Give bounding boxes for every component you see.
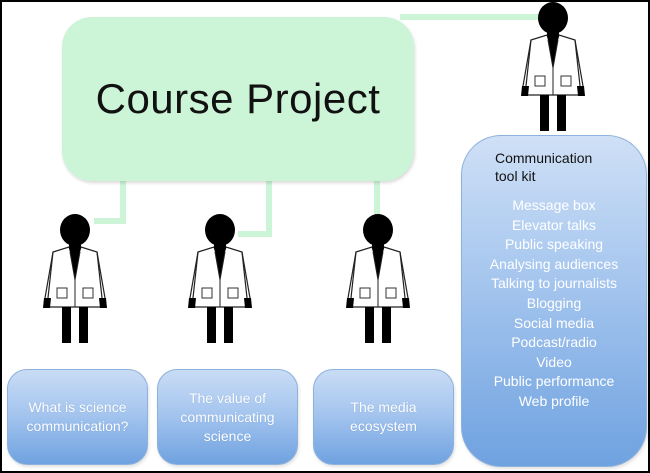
connector-course-to-module-3 xyxy=(374,175,380,245)
module-label: The media ecosystem xyxy=(350,399,417,434)
toolkit-item: Public performance xyxy=(493,373,615,390)
toolkit-item: Blogging xyxy=(526,294,582,311)
toolkit-item: Analysing audiences xyxy=(489,255,619,272)
toolkit-title: Communication tool kit xyxy=(495,150,593,184)
connector-course-to-module-2 xyxy=(266,175,272,237)
scientist-icon xyxy=(43,214,107,343)
toolkit-item: Video xyxy=(536,353,572,370)
toolkit-item: Social media xyxy=(513,314,595,331)
module-box: The value of communicating science xyxy=(157,369,298,465)
course-project-box: Course Project xyxy=(62,17,414,181)
scientist-icon xyxy=(346,214,410,343)
module-label: The value of communicating science xyxy=(180,389,275,444)
connector-course-to-module-2-h xyxy=(238,231,272,237)
toolkit-box: Communication tool kit Message box Eleva… xyxy=(461,135,647,467)
toolkit-item: Talking to journalists xyxy=(490,275,618,292)
connector-course-to-toolkit xyxy=(400,14,545,20)
toolkit-item: Public speaking xyxy=(504,236,604,253)
scientist-icon xyxy=(188,214,252,343)
course-project-title: Course Project xyxy=(95,75,381,122)
module-label: What is science communication? xyxy=(26,399,129,434)
toolkit-item: Podcast/radio xyxy=(511,334,597,351)
connector-course-to-module-1-h xyxy=(94,218,126,224)
connector-course-to-module-1 xyxy=(120,175,126,222)
toolkit-item: Elevator talks xyxy=(511,216,597,233)
toolkit-list: Message box Elevator talks Public speaki… xyxy=(462,196,646,412)
toolkit-item: Web profile xyxy=(518,392,590,409)
scientist-icon xyxy=(521,2,585,131)
module-box: The media ecosystem xyxy=(313,369,454,465)
module-box: What is science communication? xyxy=(7,369,148,465)
toolkit-item: Message box xyxy=(512,197,596,213)
